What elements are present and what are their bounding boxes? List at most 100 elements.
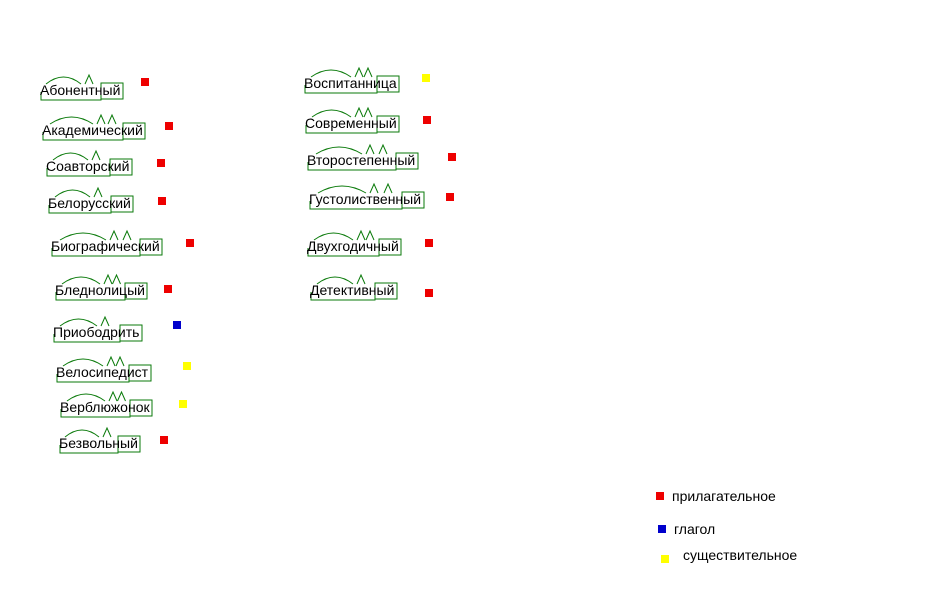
root-arc <box>315 146 363 155</box>
root-arc <box>316 276 354 285</box>
suffix-caret <box>100 315 110 327</box>
word-item: Детективный <box>310 262 410 302</box>
word-text: Густолиственный <box>309 191 422 207</box>
ending-box <box>378 238 402 256</box>
suffix-caret <box>378 143 388 155</box>
suffix-caret <box>96 113 106 125</box>
suffix-caret <box>84 73 94 85</box>
suffix-caret <box>383 182 393 194</box>
morpheme-marks <box>60 390 153 418</box>
legend-label: глагол <box>674 521 716 537</box>
word-text: Воспитанница <box>304 75 397 91</box>
word-item: Двухгодичный <box>307 218 417 258</box>
morpheme-marks <box>307 143 419 171</box>
suffix-caret <box>117 390 126 402</box>
suffix-caret <box>107 113 117 125</box>
pos-marker-adjective <box>165 122 173 130</box>
word-text: Двухгодичный <box>307 238 399 254</box>
morpheme-marks <box>304 66 400 94</box>
suffix-caret <box>112 273 121 285</box>
morpheme-marks <box>40 73 124 101</box>
root-arc <box>64 429 100 438</box>
legend-swatch-adjective <box>656 492 664 500</box>
word-item: Велосипедист <box>56 344 171 384</box>
root-arc <box>54 189 91 198</box>
word-item: Белорусский <box>48 175 158 215</box>
morpheme-marks <box>310 273 398 301</box>
ending-box <box>117 435 141 453</box>
morpheme-marks <box>48 186 134 214</box>
pos-marker-adjective <box>158 197 166 205</box>
root-arc <box>317 185 367 194</box>
morpheme-marks <box>53 315 143 343</box>
word-text: Велосипедист <box>56 364 149 380</box>
pos-marker-noun <box>183 362 191 370</box>
word-item: Бледнолицый <box>55 262 160 302</box>
suffix-caret <box>109 229 119 241</box>
morpheme-marks <box>309 182 425 210</box>
root-arc <box>66 393 106 402</box>
word-item: Абонентный <box>40 62 140 102</box>
pos-marker-adjective <box>448 153 456 161</box>
suffix-caret <box>106 355 116 367</box>
word-text: Современный <box>305 115 397 131</box>
word-text: Безвольный <box>59 435 138 451</box>
ending-box <box>374 282 398 300</box>
word-text: Приободрить <box>53 324 140 340</box>
pos-marker-adjective <box>141 78 149 86</box>
suffix-caret <box>363 106 373 118</box>
morpheme-marks <box>59 426 141 454</box>
pos-marker-adjective <box>425 239 433 247</box>
root-arc <box>59 232 107 241</box>
pos-marker-adjective <box>164 285 172 293</box>
ending-box <box>110 195 134 213</box>
word-text: Академический <box>42 122 143 138</box>
root-arc <box>310 69 352 78</box>
ending-box <box>119 324 143 342</box>
word-item: Современный <box>305 95 415 135</box>
word-text: Соавторский <box>46 158 130 174</box>
ending-box <box>128 364 152 382</box>
pos-marker-adjective <box>446 193 454 201</box>
word-item: Академический <box>42 102 162 142</box>
word-item: Приободрить <box>53 304 163 344</box>
ending-box <box>376 115 400 133</box>
word-item: Верблюжонок <box>60 379 170 419</box>
word-item: Безвольный <box>59 415 159 455</box>
word-text: Детективный <box>310 282 395 298</box>
ending-box <box>139 238 163 256</box>
word-item: Второстепенный <box>307 132 437 172</box>
suffix-caret <box>115 355 125 367</box>
suffix-caret <box>91 149 101 161</box>
root-arc <box>313 232 354 241</box>
root-arc <box>311 109 352 118</box>
ending-box <box>401 191 425 209</box>
pos-marker-adjective <box>157 159 165 167</box>
pos-marker-adjective <box>160 436 168 444</box>
morpheme-marks <box>56 355 152 383</box>
root-arc <box>45 76 82 85</box>
word-text: Белорусский <box>48 195 131 211</box>
word-text: Бледнолицый <box>55 282 145 298</box>
word-item: Соавторский <box>46 138 156 178</box>
morpheme-marks <box>305 106 400 134</box>
word-text: Верблюжонок <box>60 399 150 415</box>
ending-box <box>376 75 400 93</box>
suffix-caret <box>354 106 364 118</box>
root-arc <box>62 358 104 367</box>
suffix-caret <box>108 390 118 402</box>
pos-marker-adjective <box>186 239 194 247</box>
root-arc <box>52 152 89 161</box>
legend-swatch-noun <box>661 555 669 563</box>
suffix-caret <box>356 229 366 241</box>
pos-marker-noun <box>179 400 187 408</box>
suffix-caret <box>365 229 375 241</box>
suffix-caret <box>365 143 375 155</box>
word-text: Второстепенный <box>307 152 416 168</box>
pos-marker-adjective <box>423 116 431 124</box>
morpheme-marks <box>51 229 163 257</box>
suffix-caret <box>103 273 113 285</box>
morpheme-marks <box>55 273 148 301</box>
ending-box <box>129 399 153 417</box>
morpheme-marks <box>46 149 133 177</box>
